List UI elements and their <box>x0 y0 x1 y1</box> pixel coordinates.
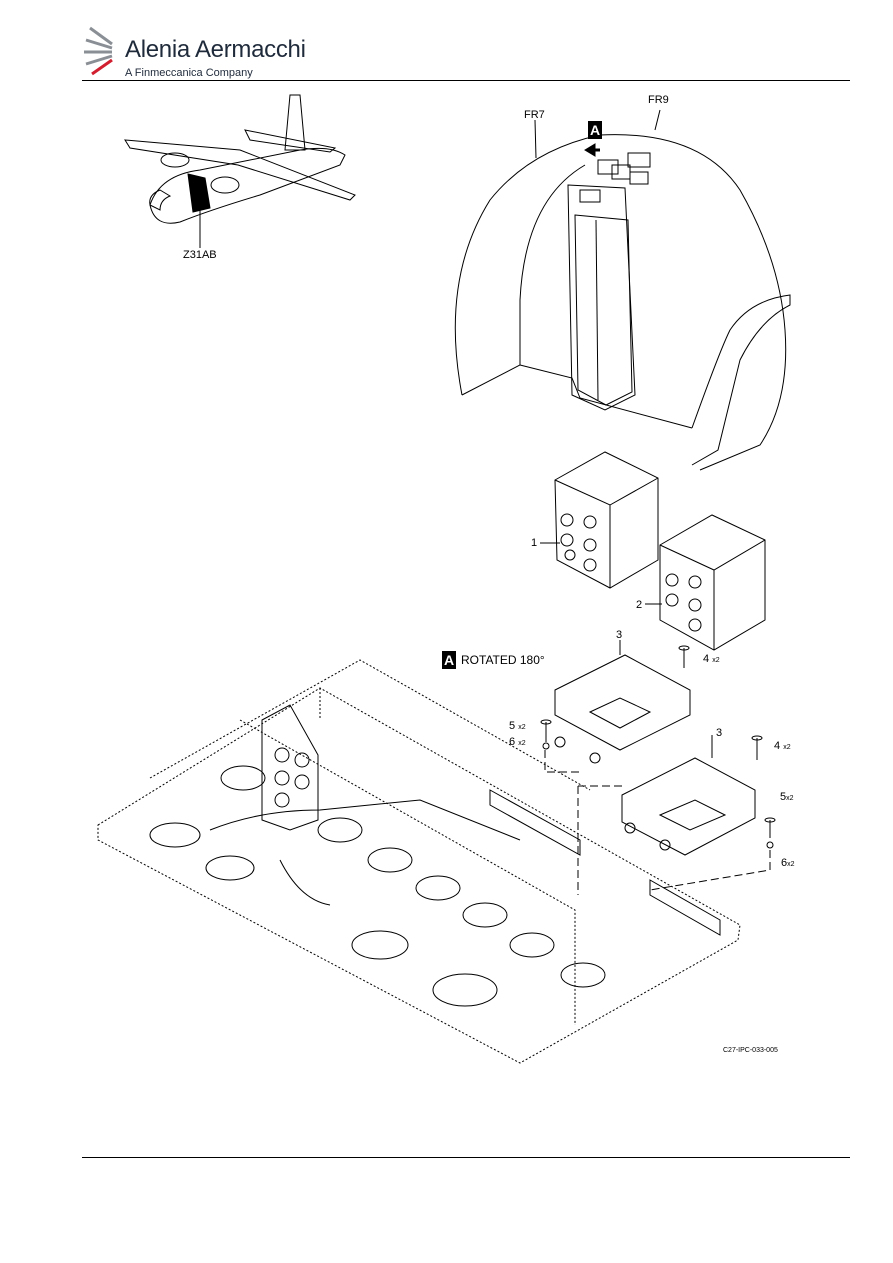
logo-mark-icon <box>84 26 113 76</box>
zone-label: Z31AB <box>183 249 217 261</box>
view-a-marker: A <box>588 121 602 139</box>
fasteners <box>540 645 776 851</box>
item-5-label-lower: 5x2 <box>780 791 794 803</box>
mounting-bracket-lower <box>621 735 756 856</box>
floor-panel <box>97 659 741 1064</box>
attachment-lines <box>544 750 771 895</box>
item-5-label-upper: 5 x2 <box>509 720 526 732</box>
mounting-bracket-upper <box>554 640 691 751</box>
brand-name: Alenia Aermacchi <box>125 36 306 63</box>
rotated-label: ROTATED 180° <box>461 653 545 667</box>
view-a-marker-rotated: A <box>442 651 456 669</box>
control-box-1 <box>540 451 659 589</box>
floor-cutouts <box>149 704 721 1007</box>
aircraft-icon <box>124 94 356 248</box>
item-1-label: 1 <box>531 537 538 549</box>
frame-fr7-label: FR7 <box>524 109 545 121</box>
control-box-2 <box>645 514 766 651</box>
item-6-label-lower: 6x2 <box>781 857 795 869</box>
frame-fr9-label: FR9 <box>648 94 669 106</box>
item-6-label-upper: 6 x2 <box>509 736 526 748</box>
company-logo <box>82 22 282 82</box>
brand-subtitle: A Finmeccanica Company <box>125 67 253 79</box>
item-4-label-lower: 4 x2 <box>774 740 791 752</box>
item-3-label-upper: 3 <box>616 629 623 641</box>
header-rule <box>82 80 850 81</box>
item-3-label-lower: 3 <box>716 727 723 739</box>
item-4-label-upper: 4 x2 <box>703 653 720 665</box>
figure-reference: C27-IPC-033-005 <box>723 1047 778 1054</box>
fuselage-section <box>454 109 791 471</box>
footer-rule <box>82 1157 850 1158</box>
item-2-label: 2 <box>636 599 643 611</box>
